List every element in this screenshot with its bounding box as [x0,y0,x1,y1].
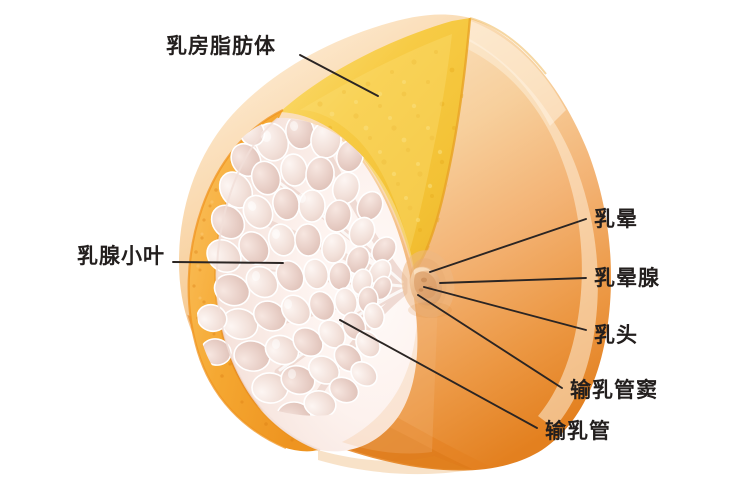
label-areola: 乳晕 [594,207,638,231]
cut-plane-shading [318,270,470,475]
leader-lactiferous-duct [339,319,538,429]
leader-areola [429,218,587,273]
label-areolar-gland: 乳晕腺 [594,266,660,290]
label-mammary-lobule: 乳腺小叶 [77,244,165,268]
leader-areolar-gland [439,277,587,284]
leader-fat-body [299,54,379,97]
leader-lines [172,54,587,429]
label-lactiferous-duct: 输乳管 [545,419,611,443]
label-fat-body: 乳房脂肪体 [166,34,276,58]
breast-fat-body-region [280,17,547,273]
lobule-cluster [196,119,418,416]
nipple-areola-region [401,250,455,318]
mammary-gland-body [196,117,418,452]
leader-nipple [423,286,587,331]
label-nipple: 乳头 [594,323,638,347]
leader-lactiferous-sinus [417,294,563,389]
leader-mammary-lobule [172,261,284,264]
label-lactiferous-sinus: 输乳管窦 [570,378,658,402]
